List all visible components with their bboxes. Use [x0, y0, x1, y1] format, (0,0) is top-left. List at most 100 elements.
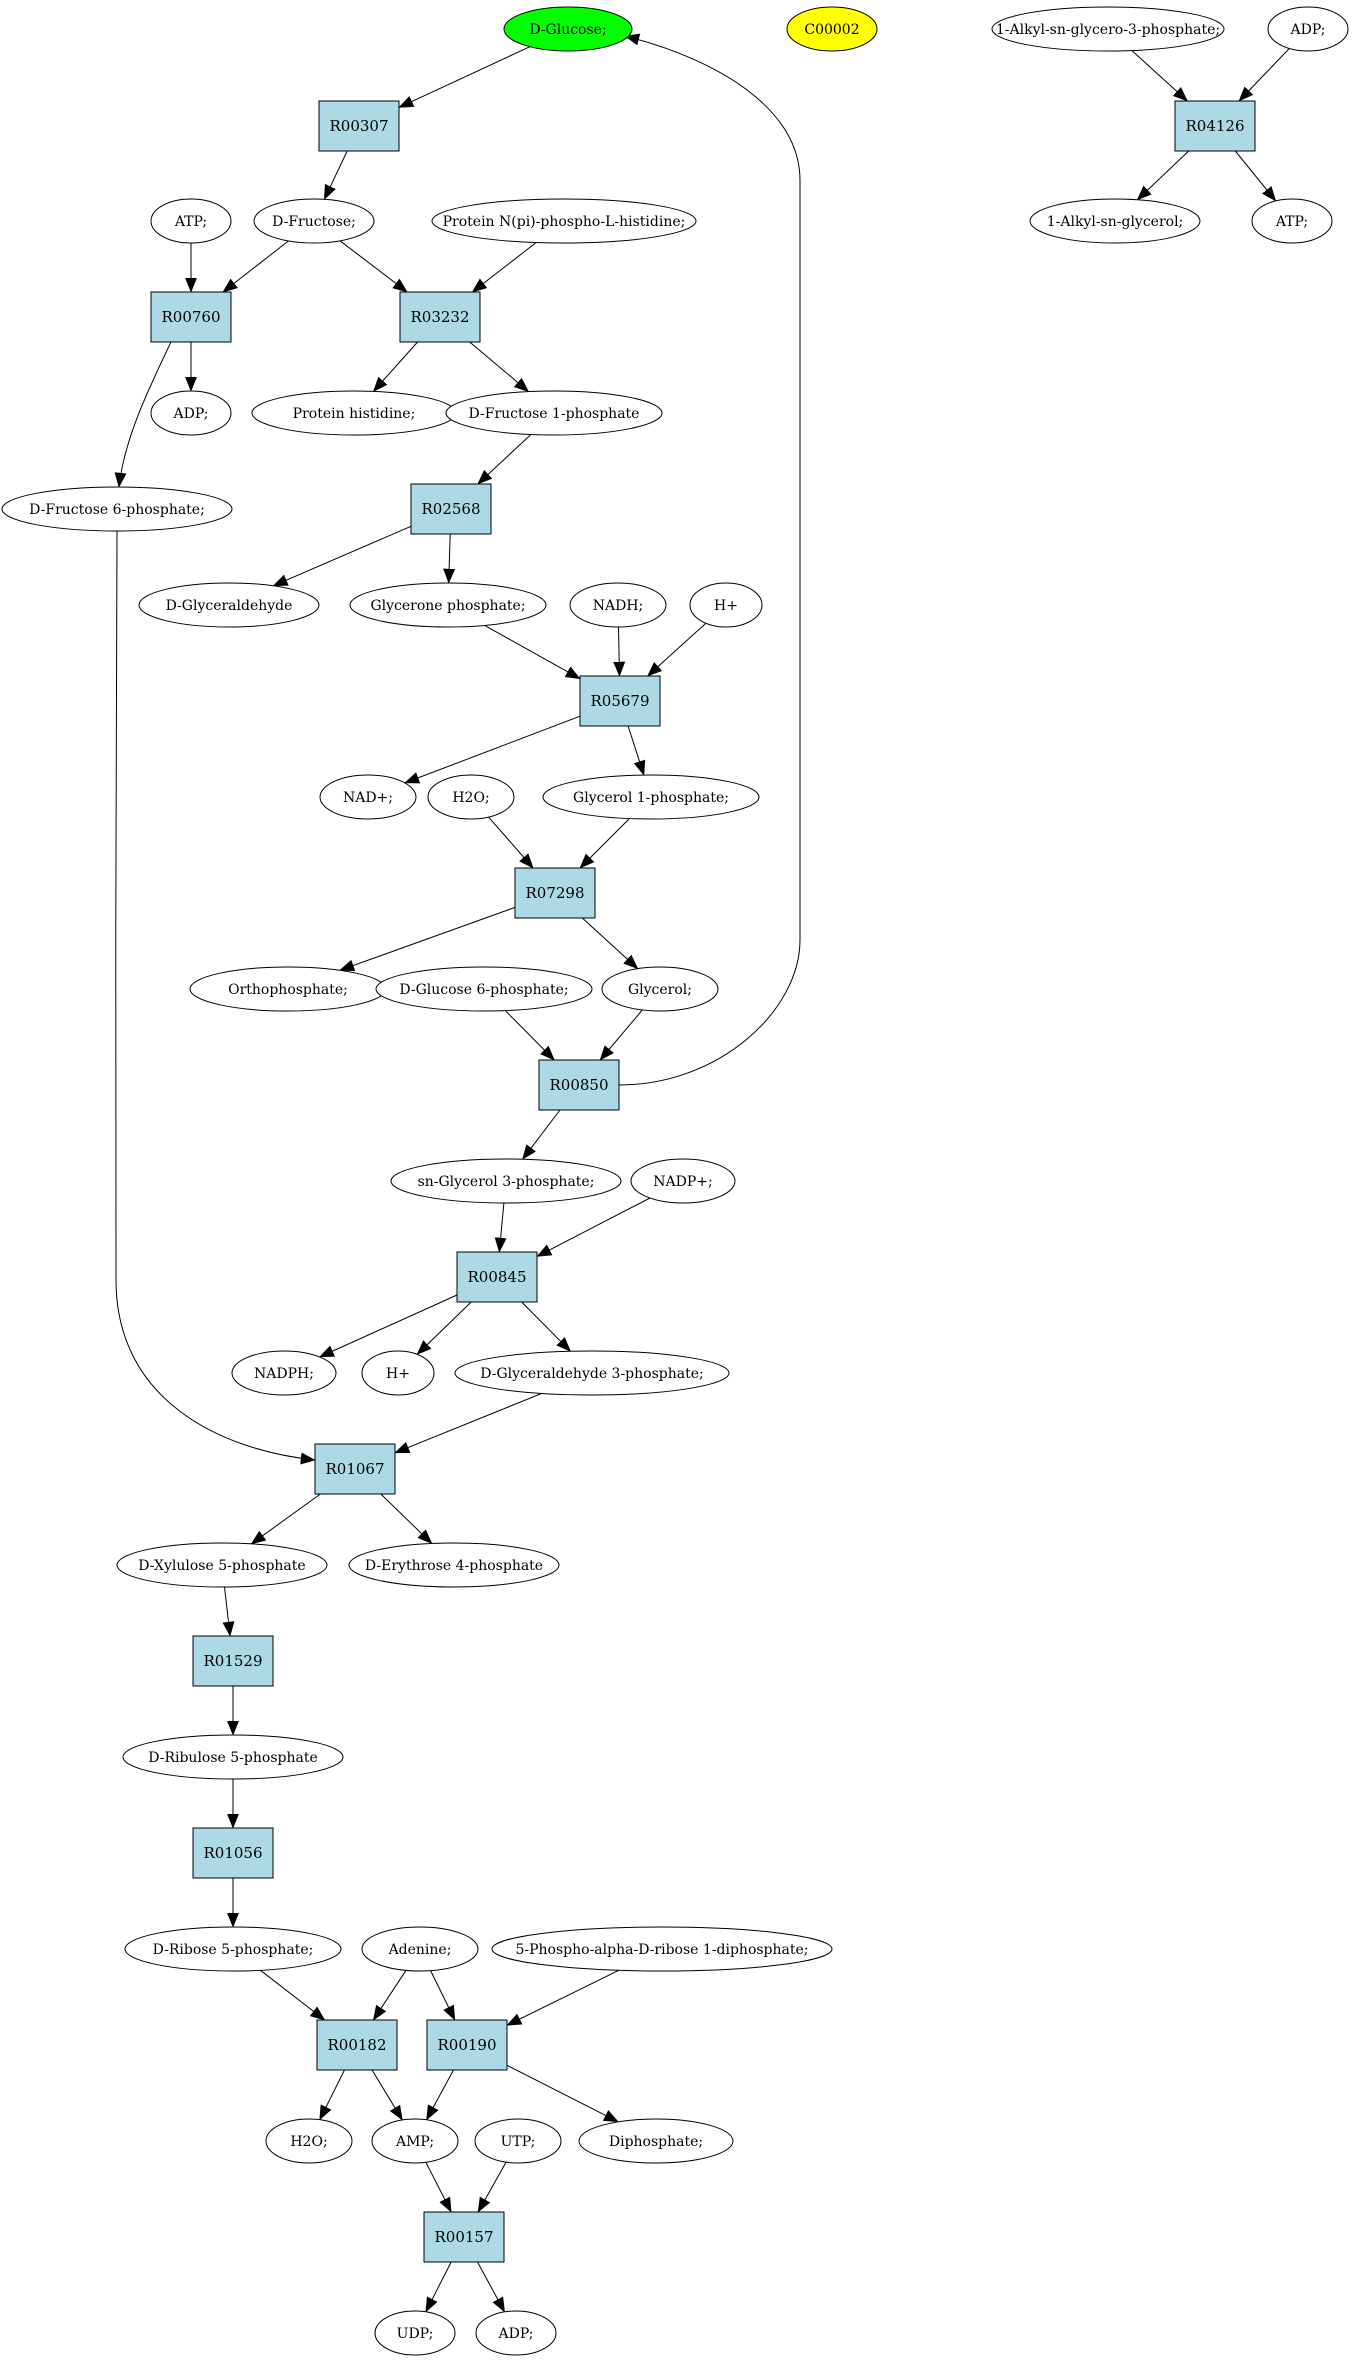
compound-label: ATP; [1275, 214, 1308, 230]
edge-dxylulose5p-to-r01529 [222, 1586, 235, 1637]
reaction-node-r00190[interactable]: R00190 [426, 2019, 508, 2071]
compound-node-protein_nphis[interactable]: Protein N(pi)-phospho-L-histidine; [431, 198, 697, 244]
compound-label: D-Glyceraldehyde 3-phosphate; [480, 1366, 703, 1382]
compound-node-h2o_2[interactable]: H2O; [265, 2118, 353, 2164]
compound-label: D-Erythrose 4-phosphate [365, 1558, 543, 1574]
reaction-label: R01529 [203, 1652, 262, 1670]
compound-ellipse [122, 1734, 344, 1780]
compound-node-snglycerol3p[interactable]: sn-Glycerol 3-phosphate; [390, 1158, 622, 1204]
reaction-label: R02568 [421, 500, 480, 518]
reaction-node-r01529[interactable]: R01529 [192, 1635, 274, 1687]
compound-node-nadh[interactable]: NADH; [569, 582, 667, 628]
compound-node-dglucose[interactable]: D-Glucose; [503, 6, 633, 52]
reaction-box [399, 291, 481, 343]
edges-layer [114, 33, 1290, 2313]
compound-node-dribose5p[interactable]: D-Ribose 5-phosphate; [124, 1926, 342, 1972]
edge-r00157-to-adp_2 [477, 2261, 506, 2313]
compound-node-h2o_1[interactable]: H2O; [427, 774, 515, 820]
edge-amp-to-r00157 [425, 2162, 452, 2213]
reaction-label: R00845 [467, 1268, 526, 1286]
compound-node-dga3p[interactable]: D-Glyceraldehyde 3-phosphate; [454, 1350, 730, 1396]
compound-label: 1-Alkyl-sn-glycerol; [1047, 214, 1184, 230]
edge-r00845-to-hplus_2 [416, 1301, 472, 1355]
compound-label: H+ [386, 1366, 410, 1382]
edge-snglycerol3p-to-r00845 [494, 1202, 507, 1253]
compound-node-derythrose4p[interactable]: D-Erythrose 4-phosphate [348, 1542, 560, 1588]
compound-ellipse [124, 1926, 342, 1972]
reaction-node-r03232[interactable]: R03232 [399, 291, 481, 343]
edge-r00182-to-h2o_2 [319, 2069, 345, 2121]
reaction-box [423, 2211, 505, 2263]
compound-node-glycerone_p[interactable]: Glycerone phosphate; [349, 582, 547, 628]
compound-label: D-Glucose 6-phosphate; [399, 982, 568, 998]
compound-node-adenine[interactable]: Adenine; [361, 1926, 479, 1972]
reaction-label: R05679 [590, 692, 649, 710]
compound-ellipse [374, 2310, 456, 2356]
compound-ellipse [630, 1158, 736, 1204]
reaction-label: R04126 [1185, 117, 1244, 135]
compound-node-udp[interactable]: UDP; [374, 2310, 456, 2356]
compound-node-diphosphate[interactable]: Diphosphate; [578, 2118, 734, 2164]
compound-node-nadph[interactable]: NADPH; [231, 1350, 337, 1396]
compound-ellipse [474, 2118, 562, 2164]
compound-node-adp_2[interactable]: ADP; [475, 2310, 557, 2356]
compound-node-dglyceraldehyde[interactable]: D-Glyceraldehyde [138, 582, 320, 628]
edge-dfru1p-to-r02568 [477, 434, 532, 485]
compound-node-utp[interactable]: UTP; [474, 2118, 562, 2164]
compound-node-amp[interactable]: AMP; [371, 2118, 459, 2164]
compound-ellipse [348, 1542, 560, 1588]
edge-glycerol-to-r00850 [599, 1009, 643, 1061]
compound-node-adp_top[interactable]: ADP; [1267, 6, 1349, 52]
nodes-layer: D-Glucose; C00002 1-Alkyl-sn-glycero-3-pho… [1, 6, 1349, 2356]
edge-r05679-to-nadplus [404, 715, 581, 784]
compound-node-nadplus[interactable]: NAD+; [319, 774, 417, 820]
reaction-node-r04126[interactable]: R04126 [1174, 100, 1256, 152]
compound-node-dfru6p[interactable]: D-Fructose 6-phosphate; [1, 486, 233, 532]
compound-node-dglucose6p[interactable]: D-Glucose 6-phosphate; [375, 966, 593, 1012]
edge-dglucose6p-to-r00850 [504, 1010, 555, 1061]
reaction-node-r00182[interactable]: R00182 [316, 2019, 398, 2071]
reaction-box [316, 2019, 398, 2071]
reaction-node-r00850[interactable]: R00850 [538, 1059, 620, 1111]
compound-label: NAD+; [343, 790, 393, 806]
compound-node-dribulose5p[interactable]: D-Ribulose 5-phosphate [122, 1734, 344, 1780]
compound-node-hplus_1[interactable]: H+ [689, 582, 763, 628]
compound-node-dxylulose5p[interactable]: D-Xylulose 5-phosphate [116, 1542, 328, 1588]
reaction-node-r07298[interactable]: R07298 [514, 867, 596, 919]
compound-node-nadpplus[interactable]: NADP+; [630, 1158, 736, 1204]
compound-node-alkyl_g3p[interactable]: 1-Alkyl-sn-glycero-3-phosphate; [991, 6, 1225, 52]
compound-node-protein_his[interactable]: Protein histidine; [251, 390, 457, 436]
compound-label: NADH; [593, 598, 644, 614]
reaction-label: R00307 [329, 117, 388, 135]
compound-ellipse [542, 774, 760, 820]
compound-node-glycerol1p[interactable]: Glycerol 1-phosphate; [542, 774, 760, 820]
compound-node-dfru1p[interactable]: D-Fructose 1-phosphate [445, 390, 663, 436]
reaction-node-r00157[interactable]: R00157 [423, 2211, 505, 2263]
reaction-node-r01056[interactable]: R01056 [192, 1827, 274, 1879]
compound-node-alkyl_glycerol[interactable]: 1-Alkyl-sn-glycerol; [1029, 198, 1201, 244]
reaction-box [192, 1635, 274, 1687]
compound-label: NADP+; [653, 1174, 712, 1190]
edge-r00182-to-amp [371, 2069, 403, 2121]
reaction-node-r00760[interactable]: R00760 [150, 291, 232, 343]
reaction-node-r00307[interactable]: R00307 [318, 100, 400, 152]
compound-ellipse [689, 582, 763, 628]
compound-node-glycerol[interactable]: Glycerol; [601, 966, 719, 1012]
compound-node-adp_1[interactable]: ADP; [150, 390, 232, 436]
reaction-node-r01067[interactable]: R01067 [314, 1443, 396, 1495]
reaction-node-r05679[interactable]: R05679 [579, 675, 661, 727]
reaction-node-r00845[interactable]: R00845 [456, 1251, 538, 1303]
compound-ellipse [349, 582, 547, 628]
compound-node-atp_top[interactable]: ATP; [1251, 198, 1333, 244]
compound-node-c00002[interactable]: C00002 [786, 6, 878, 52]
compound-label: ATP; [174, 214, 207, 230]
edge-protein_nphis-to-r03232 [471, 242, 537, 293]
edge-r04126-to-alkyl_glycerol [1136, 150, 1190, 201]
compound-ellipse [265, 2118, 353, 2164]
compound-node-prpp[interactable]: 5-Phospho-alpha-D-ribose 1-diphosphate; [491, 1926, 833, 1972]
compound-node-dfructose[interactable]: D-Fructose; [253, 198, 375, 244]
compound-node-hplus_2[interactable]: H+ [361, 1350, 435, 1396]
compound-node-orthophosphate[interactable]: Orthophosphate; [189, 966, 387, 1012]
reaction-node-r02568[interactable]: R02568 [410, 483, 492, 535]
compound-node-atp_1[interactable]: ATP; [150, 198, 232, 244]
